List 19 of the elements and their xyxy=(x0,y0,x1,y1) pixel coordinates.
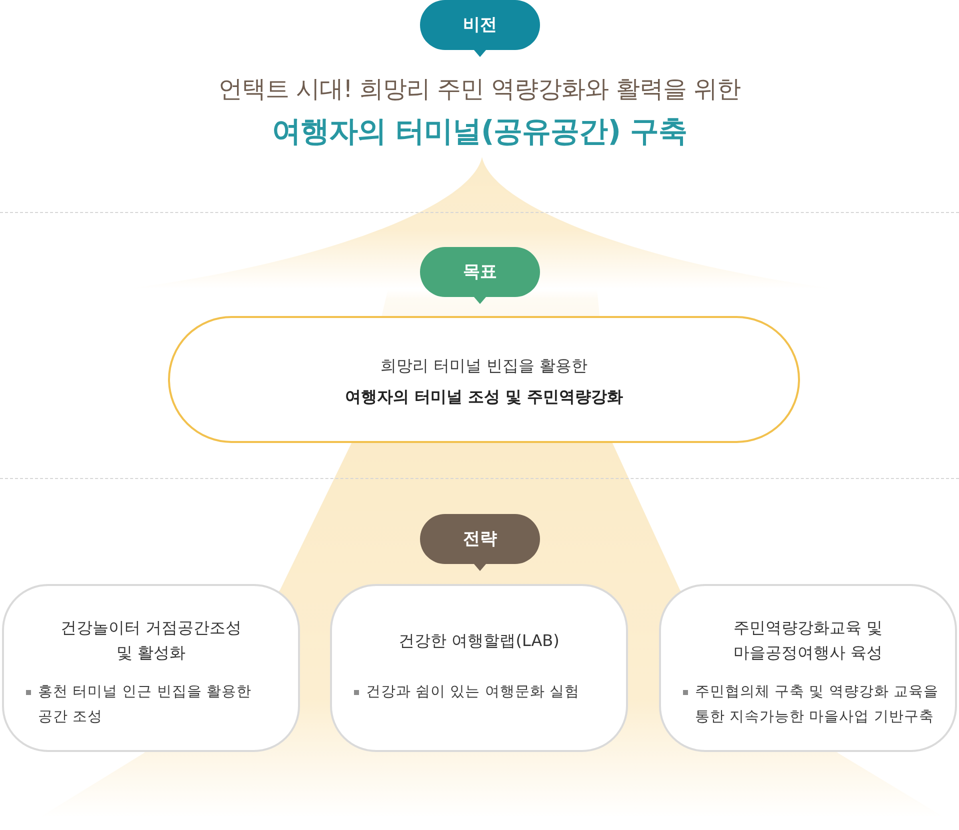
speech-bubble xyxy=(420,0,540,57)
strategy-card xyxy=(330,584,628,752)
bubble-label: 전략 xyxy=(463,528,497,551)
strategy-detail: 홍천 터미널 인근 빈집을 활용한 공간 조성 xyxy=(38,683,252,727)
speech-bubble xyxy=(420,514,540,571)
bubble-label: 목표 xyxy=(463,261,497,284)
strategy-card xyxy=(659,584,957,752)
strategy-heading: 건강한 여행할랩(LAB) xyxy=(398,630,560,652)
vision-subtitle: 언택트 시대! 희망리 주민 역량강화와 활력을 위한 xyxy=(218,74,740,105)
vision-title: 여행자의 터미널(공유공간) 구축 xyxy=(272,113,688,150)
strategy-detail: 건강과 쉼이 있는 여행문화 실험 xyxy=(366,683,580,702)
strategy-heading: 건강놀이터 거점공간조성 및 활성화 xyxy=(59,617,243,664)
strategy-detail: 주민협의체 구축 및 역량강화 교육을 통한 지속가능한 마을사업 기반구축 xyxy=(695,683,940,727)
strategy-card xyxy=(2,584,300,752)
goal-statement: 여행자의 터미널 조성 및 주민역량강화 xyxy=(344,386,624,408)
speech-bubble xyxy=(420,247,540,304)
strategy-heading: 주민역량강화교육 및 마을공정여행사 육성 xyxy=(732,617,884,664)
bubble-label: 비전 xyxy=(463,14,497,37)
goal-lead-text: 희망리 터미널 빈집을 활용한 xyxy=(380,354,588,376)
